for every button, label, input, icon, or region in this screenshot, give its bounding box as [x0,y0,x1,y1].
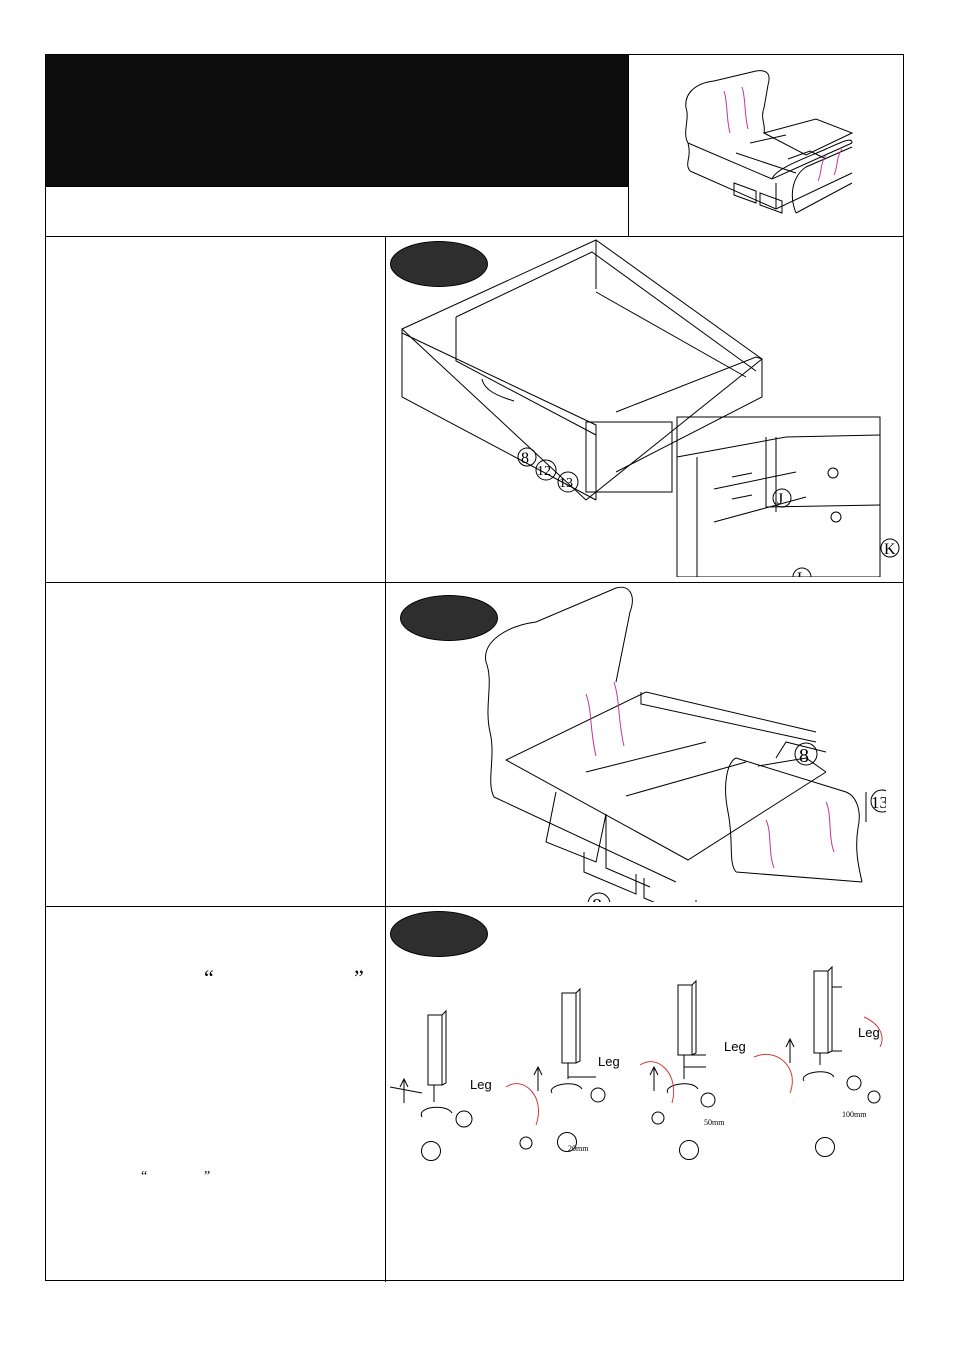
leg-option-marker [815,1137,835,1157]
leg-label: Leg [598,1054,620,1069]
quote-open: “ [204,965,214,990]
quote-close: ” [354,965,364,990]
step-1-text [54,245,374,565]
quote-close-small: ” [204,1169,211,1184]
page-subtitle [52,195,622,225]
callout-8: 8 [592,895,602,902]
leg-option-marker [679,1140,699,1160]
callout-13: 13 [871,793,886,812]
leg-dimension: 20mm [568,1144,589,1153]
bed-drawers-assembly-diagram: 8 13 8 12 [485,586,886,902]
column-divider [385,236,386,1282]
callout-L: L [797,570,807,577]
callout-8: 8 [521,450,529,467]
step-3-badge [390,911,488,957]
leg-label: Leg [858,1025,880,1040]
step-2-badge [400,595,498,641]
bed-thumbnail-image [685,70,854,214]
leg-option-marker [421,1141,441,1161]
callout-8: 8 [799,745,809,767]
leg-dimension: 100mm [842,1110,867,1119]
leg-option-marker [557,1132,577,1152]
leg-adjustment-diagrams: Leg Leg Leg Leg 20mm 50mm 100mm [389,965,883,1153]
row-divider [46,236,903,237]
row-divider [46,582,903,583]
drawer-assembly-diagram: 8 12 13 J K L [401,239,900,577]
step-1-badge [390,241,488,287]
leg-dimension: 50mm [704,1118,725,1127]
title-bar [46,55,629,186]
header-column-divider [628,55,629,236]
leg-label: Leg [470,1077,492,1092]
step-2-text [54,591,374,891]
instruction-page-frame: 8 12 13 J K L [45,54,904,1282]
row-divider [46,906,903,907]
leg-label: Leg [724,1039,746,1054]
callout-K: K [884,541,896,558]
callout-J: J [777,491,783,508]
quote-open-small: “ [141,1169,148,1184]
callout-12: 12 [537,464,551,479]
title-divider [46,186,629,187]
callout-13: 13 [559,476,573,491]
